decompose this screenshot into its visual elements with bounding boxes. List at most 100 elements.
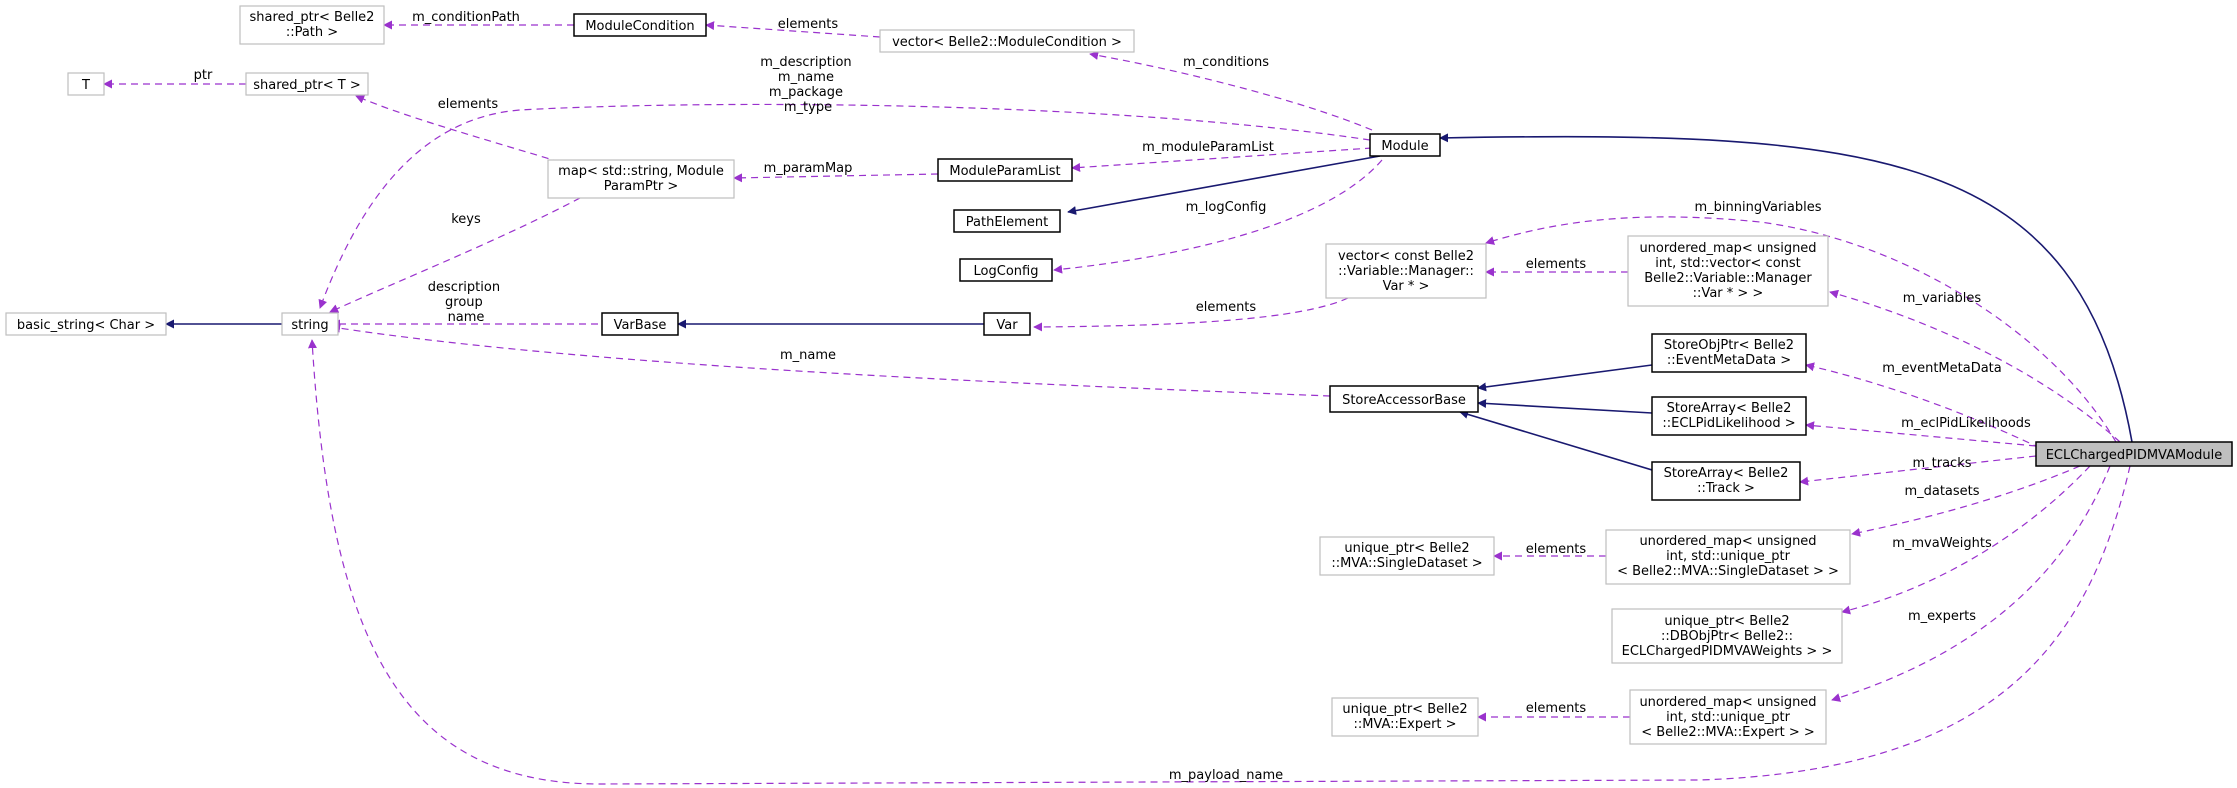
edge-storeobjptr-to-accessor [1477,364,1653,392]
svg-text:StoreAccessorBase: StoreAccessorBase [1342,393,1466,408]
label-elements-cond: elements [778,17,839,32]
label-m-experts: m_experts [1908,609,1976,624]
label-var-strings: description group name [428,280,504,325]
svg-text:StoreArray< Belle2::Track >: StoreArray< Belle2::Track > [1664,466,1789,496]
node-vector-var[interactable]: vector< const Belle2::Variable::Manager:… [1325,243,1487,299]
edge-ecl-to-unordered-dataset [1851,465,2081,537]
label-m-event-meta-data: m_eventMetaData [1882,361,2002,376]
label-m-module-param-list: m_moduleParamList [1142,140,1274,155]
label-m-variables: m_variables [1903,291,1982,306]
edge-ecl-to-unordered-vars [1829,289,2121,443]
svg-text:ECLChargedPIDMVAModule: ECLChargedPIDMVAModule [2046,448,2223,463]
edge-ecl-to-module [1439,133,2133,443]
edge-ecl-to-unordered-expert [1831,465,2111,702]
edge-map-to-shared-t [355,95,561,163]
label-m-datasets: m_datasets [1904,484,1979,499]
svg-text:basic_string< Char >: basic_string< Char > [17,318,155,333]
label-m-name: m_name [780,348,836,363]
node-module-condition[interactable]: ModuleCondition [573,13,707,37]
label-elements-var: elements [1196,300,1257,315]
edge-module-to-logconfig [1053,159,1383,274]
edge-ecl-to-vector-var [1485,216,2117,443]
label-m-log-config: m_logConfig [1186,200,1267,215]
label-elements-dataset: elements [1526,542,1587,557]
svg-text:ModuleCondition: ModuleCondition [585,19,694,34]
node-module[interactable]: Module [1369,133,1441,157]
edge-storearray-track-to-accessor [1459,410,1653,471]
svg-text:StoreObjPtr< Belle2::EventMeta: StoreObjPtr< Belle2::EventMetaData > [1664,338,1794,368]
edge-paramlist-to-map [733,173,939,183]
label-elements-vars: elements [1526,257,1587,272]
edge-map-to-string [329,197,581,313]
label-m-conditions: m_conditions [1183,55,1269,70]
label-m-ecl-pid-likelihoods: m_eclPidLikelihoods [1901,416,2031,431]
edge-accessor-to-string [331,323,1331,397]
edge-vector-var-to-var [1033,297,1349,332]
svg-text:VarBase: VarBase [614,318,667,333]
node-unique-ptr-dbobj[interactable]: unique_ptr< Belle2::DBObjPtr< Belle2::EC… [1611,608,1843,664]
label-elements-expert: elements [1526,701,1587,716]
node-ecl-charged-pidmva-module[interactable]: ECLChargedPIDMVAModule [2035,441,2233,467]
svg-text:Module: Module [1381,139,1428,154]
svg-text:Var: Var [996,318,1018,333]
edge-module-to-vector-cond [1089,50,1373,131]
edge-ecl-to-string-payload [307,339,2131,785]
node-module-param-list[interactable]: ModuleParamList [937,158,1073,182]
label-ptr: ptr [194,68,213,83]
edge-ecl-to-storeobjptr [1805,362,2041,449]
svg-text:shared_ptr< T >: shared_ptr< T > [253,78,360,93]
label-m-tracks: m_tracks [1912,456,1971,471]
node-string[interactable]: string [281,312,339,336]
label-keys: keys [451,212,481,227]
node-var[interactable]: Var [983,312,1031,336]
label-m-param-map: m_paramMap [764,161,853,176]
label-module-strings: m_description m_name m_package m_type [760,55,856,115]
edge-ecl-to-storearray-ecl [1805,421,2037,447]
node-basic-string[interactable]: basic_string< Char > [5,312,167,336]
svg-text:T: T [81,78,90,93]
svg-text:ModuleParamList: ModuleParamList [949,164,1060,179]
svg-text:LogConfig: LogConfig [974,264,1039,279]
edge-module-to-paramlist [1071,147,1373,172]
node-t[interactable]: T [67,72,105,96]
svg-text:shared_ptr< Belle2::Path >: shared_ptr< Belle2::Path > [250,10,375,40]
label-m-binning-variables: m_binningVariables [1694,200,1821,215]
svg-text:PathElement: PathElement [966,215,1048,230]
node-vector-module-condition[interactable]: vector< Belle2::ModuleCondition > [879,29,1135,53]
edge-module-to-path-element [1067,155,1381,215]
svg-text:unique_ptr< Belle2::MVA::Exper: unique_ptr< Belle2::MVA::Expert > [1342,702,1467,732]
label-m-payload-name: m_payload_name [1169,768,1283,783]
node-store-obj-ptr[interactable]: StoreObjPtr< Belle2::EventMetaData > [1651,333,1807,373]
node-path-element[interactable]: PathElement [953,209,1061,233]
svg-text:unique_ptr< Belle2::DBObjPtr<: unique_ptr< Belle2::DBObjPtr< Belle2::EC… [1622,614,1833,659]
node-unique-ptr-expert[interactable]: unique_ptr< Belle2::MVA::Expert > [1331,697,1479,737]
label-m-condition-path: m_conditionPath [412,10,520,25]
label-elements-shared: elements [438,97,499,112]
svg-text:StoreArray< Belle2::ECLPidLike: StoreArray< Belle2::ECLPidLikelihood > [1662,401,1795,431]
edge-storearray-ecl-to-accessor [1477,398,1653,414]
node-shared-ptr-t[interactable]: shared_ptr< T > [245,72,369,96]
node-log-config[interactable]: LogConfig [959,258,1053,282]
node-store-array-ecl[interactable]: StoreArray< Belle2::ECLPidLikelihood > [1651,396,1807,436]
node-store-array-track[interactable]: StoreArray< Belle2::Track > [1651,461,1801,501]
edge-ecl-to-storearray-track [1799,455,2037,486]
svg-text:unique_ptr< Belle2::MVA::Singl: unique_ptr< Belle2::MVA::SingleDataset > [1331,541,1482,571]
node-store-accessor-base[interactable]: StoreAccessorBase [1329,385,1479,413]
edge-ecl-to-unique-dbobj [1841,465,2091,615]
node-var-base[interactable]: VarBase [601,312,679,336]
label-m-mva-weights: m_mvaWeights [1892,536,1992,551]
svg-text:vector< const Belle2::Variable: vector< const Belle2::Variable::Manager:… [1338,249,1474,294]
node-shared-ptr-path[interactable]: shared_ptr< Belle2::Path > [239,5,385,45]
svg-text:string: string [291,318,328,333]
edge-vector-cond-to-modulecondition [705,21,881,38]
node-unique-ptr-dataset[interactable]: unique_ptr< Belle2::MVA::SingleDataset > [1319,536,1495,576]
